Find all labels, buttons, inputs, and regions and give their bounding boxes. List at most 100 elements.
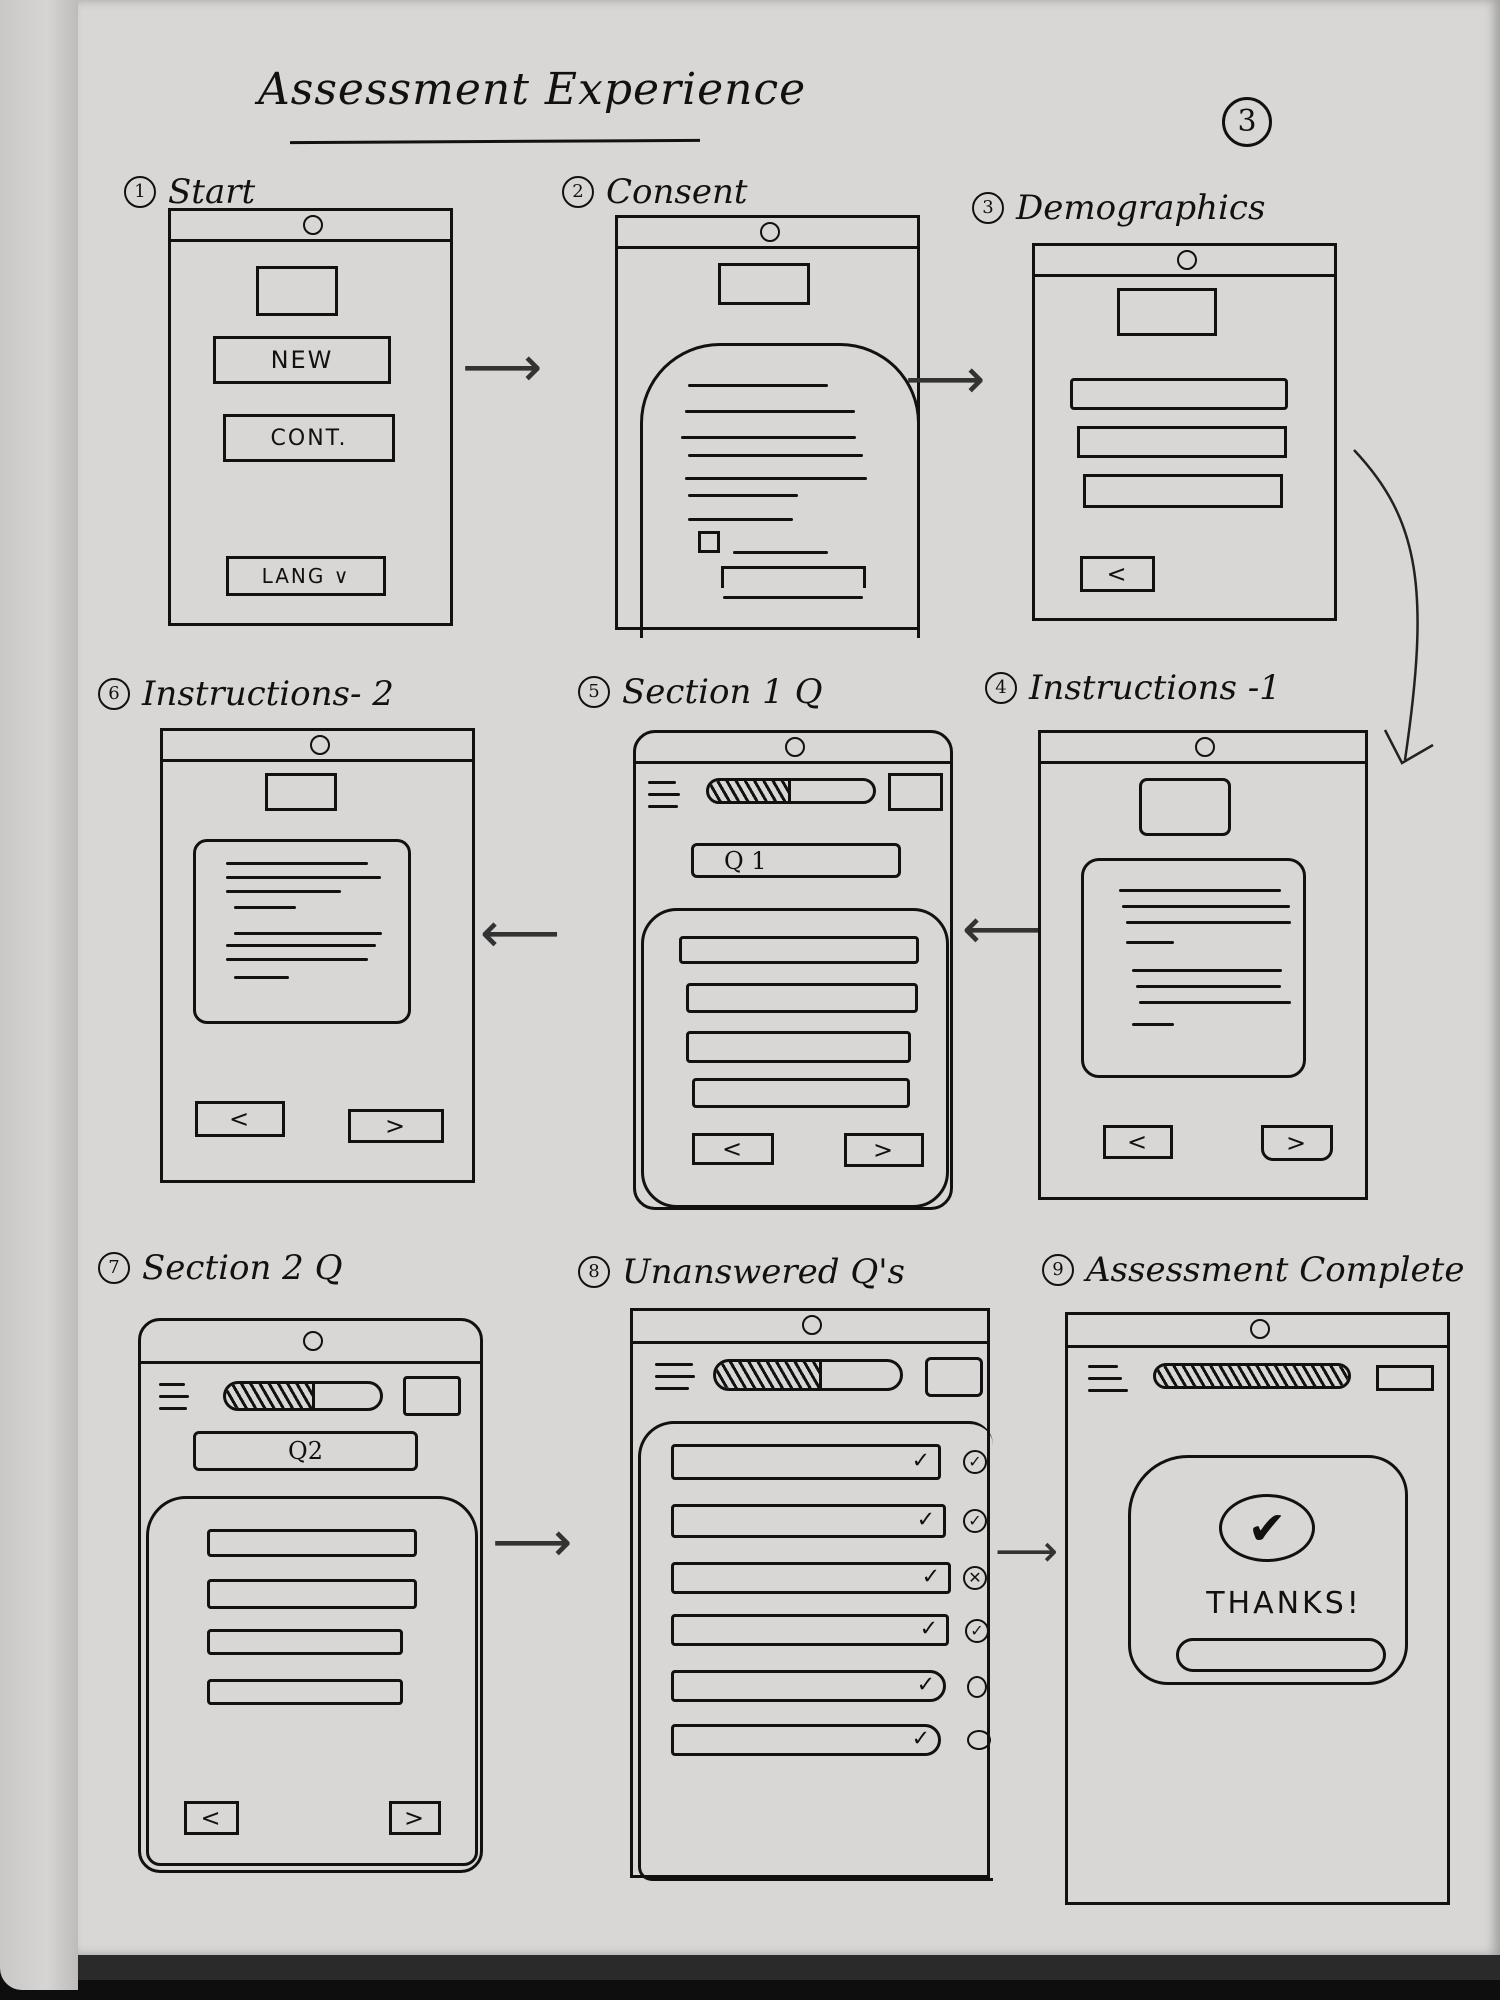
answer-option[interactable] [686, 1031, 911, 1063]
progress-bar [713, 1359, 903, 1391]
step-number: 5 [578, 676, 610, 708]
screen-label-start: 1 Start [124, 172, 255, 212]
camera-icon [759, 222, 780, 242]
back-button[interactable]: < [195, 1101, 285, 1137]
paper-shadow [78, 1955, 1500, 1980]
step-number: 4 [985, 672, 1017, 704]
text-line [226, 876, 381, 879]
logo-placeholder [1117, 288, 1217, 336]
text-line [234, 906, 296, 909]
menu-icon[interactable] [648, 781, 682, 809]
back-button[interactable]: < [1103, 1125, 1173, 1159]
header-action-placeholder[interactable] [1376, 1365, 1434, 1391]
new-assessment-button[interactable]: NEW [213, 336, 391, 384]
text-line [226, 944, 376, 947]
camera-icon [302, 215, 323, 235]
next-button[interactable]: > [389, 1801, 441, 1835]
phone-frame-start: NEW CONT. LANG ∨ [168, 208, 453, 626]
text-line [685, 410, 855, 413]
demographic-field-3[interactable] [1083, 474, 1283, 508]
header-action-placeholder[interactable] [925, 1357, 983, 1397]
question-row[interactable]: ✓ [671, 1670, 946, 1702]
text-line [1122, 905, 1290, 908]
back-button[interactable]: < [692, 1133, 774, 1165]
next-button[interactable]: > [348, 1109, 444, 1143]
phone-frame-unanswered: ✓ ✓ ✓ ✓ ✓ ✕ ✓ ✓ ✓ ✓ [630, 1308, 993, 1881]
camera-icon [1176, 250, 1197, 270]
text-line [1126, 921, 1291, 924]
status-bar [141, 1321, 480, 1364]
arrow-right-icon: ⟶ [905, 347, 986, 412]
consent-checkbox[interactable] [698, 531, 720, 553]
answer-option[interactable] [207, 1679, 403, 1705]
camera-icon [309, 735, 330, 755]
chevron-icon: ✓ [921, 1564, 940, 1590]
phone-frame-section-2: Q2 < > [138, 1318, 483, 1873]
camera-icon [785, 737, 805, 757]
back-button[interactable]: < [184, 1801, 239, 1835]
list-item[interactable]: ✓ [671, 1724, 996, 1764]
answer-option[interactable] [207, 1529, 417, 1557]
question-row[interactable]: ✓ [671, 1504, 946, 1538]
menu-icon[interactable] [1088, 1365, 1128, 1393]
answer-option[interactable] [692, 1078, 910, 1108]
status-bar [163, 731, 472, 762]
header-action-placeholder[interactable] [403, 1376, 461, 1416]
next-button[interactable]: > [844, 1133, 924, 1167]
screen-label-unanswered: 8 Unanswered Q's [578, 1252, 905, 1292]
menu-icon[interactable] [655, 1363, 695, 1391]
demographic-field-1[interactable] [1070, 378, 1288, 410]
arrow-right-icon: ⟶ [995, 1526, 1059, 1577]
question-row[interactable]: ✓ [671, 1614, 949, 1646]
step-number: 8 [578, 1256, 610, 1288]
menu-icon[interactable] [159, 1383, 193, 1411]
curved-arrow-down-icon [1353, 449, 1434, 765]
phone-frame-instructions-1: < > [1038, 730, 1368, 1200]
next-button[interactable]: > [1261, 1125, 1333, 1161]
question-row[interactable]: ✓ [671, 1444, 941, 1480]
instructions-card [193, 839, 411, 1024]
screen-label-demographics: 3 Demographics [972, 188, 1265, 228]
question-row[interactable]: ✓ [671, 1562, 951, 1594]
list-item[interactable]: ✓ ✕ [671, 1562, 996, 1602]
text-line [226, 958, 368, 961]
answer-option[interactable] [207, 1629, 403, 1655]
notebook-page-edge [0, 0, 78, 1990]
phone-frame-consent [615, 215, 920, 638]
text-line [723, 596, 863, 599]
chevron-icon: ✓ [916, 1672, 935, 1698]
text-line [688, 454, 863, 457]
back-button[interactable]: < [1080, 556, 1155, 592]
status-bar [636, 733, 950, 764]
list-item[interactable]: ✓ ✓ [671, 1504, 996, 1544]
answer-option[interactable] [686, 983, 918, 1013]
list-item[interactable]: ✓ [671, 1670, 996, 1710]
finish-button[interactable] [1176, 1638, 1386, 1672]
screen-label-consent: 2 Consent [562, 172, 748, 212]
agree-button[interactable] [721, 566, 866, 588]
header-action-placeholder[interactable] [888, 773, 943, 811]
question-label: Q 1 [691, 843, 901, 878]
list-item[interactable]: ✓ ✓ [671, 1614, 996, 1654]
unanswered-status-icon [967, 1676, 987, 1698]
text-line [226, 862, 368, 865]
screen-title: Unanswered Q's [622, 1252, 906, 1292]
list-item[interactable]: ✓ ✓ [671, 1444, 996, 1484]
arrow-right-icon: ⟶ [492, 1510, 573, 1575]
camera-icon [802, 1315, 822, 1335]
arrow-right-icon: ⟶ [462, 335, 543, 400]
status-bar [171, 211, 450, 242]
answer-option[interactable] [207, 1579, 417, 1609]
continue-button[interactable]: CONT. [223, 414, 395, 462]
demographic-field-2[interactable] [1077, 426, 1287, 458]
chevron-icon: ✓ [916, 1507, 935, 1533]
text-line [234, 932, 382, 935]
thanks-message: THANKS! [1206, 1586, 1362, 1621]
answer-option[interactable] [679, 936, 919, 964]
language-dropdown[interactable]: LANG ∨ [226, 556, 386, 596]
question-row[interactable]: ✓ [671, 1724, 941, 1756]
page-title: Assessment Experience [258, 64, 807, 115]
completion-card: ✔ THANKS! [1128, 1455, 1408, 1685]
progress-fill [226, 1384, 316, 1408]
question-list-card: ✓ ✓ ✓ ✓ ✓ ✕ ✓ ✓ ✓ ✓ [638, 1421, 993, 1881]
